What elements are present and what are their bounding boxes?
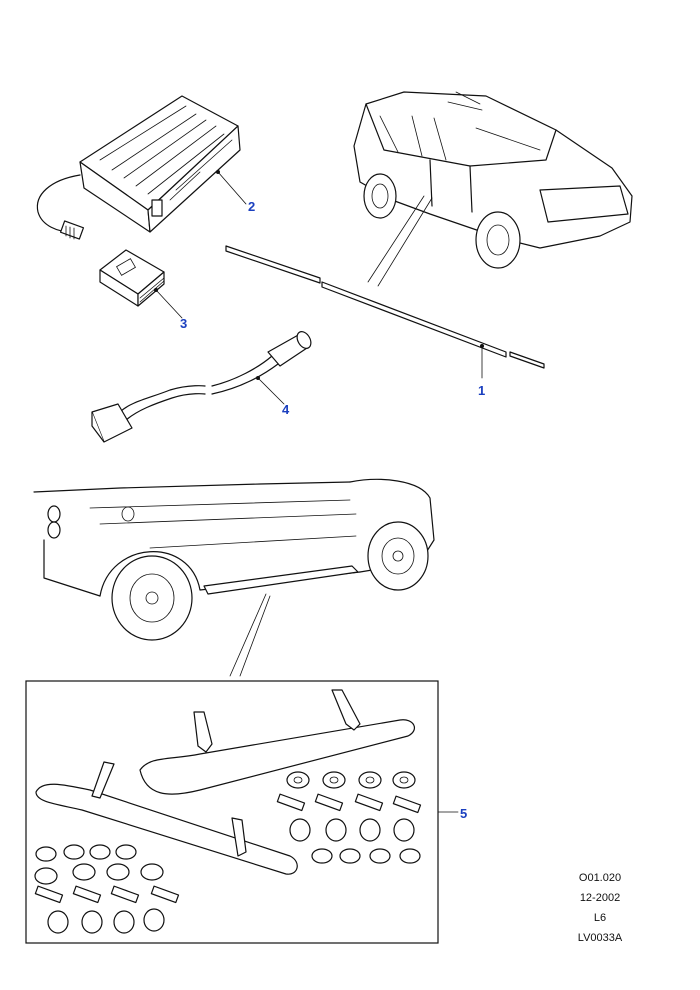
callout-5: 5 bbox=[460, 806, 468, 821]
callout-1: 1 bbox=[478, 383, 486, 398]
callout-3: 3 bbox=[180, 316, 188, 331]
leader-2 bbox=[217, 171, 247, 205]
leader-step bbox=[229, 593, 271, 677]
diagram-code: O01.020 bbox=[578, 872, 622, 884]
leader-vehicle bbox=[367, 195, 433, 287]
fixings-left bbox=[34, 844, 180, 934]
power-lead bbox=[91, 331, 312, 443]
callout-4: 4 bbox=[282, 402, 290, 417]
interface-module bbox=[99, 249, 165, 307]
cd-changer bbox=[36, 95, 241, 240]
diagram-ref: LV0033A bbox=[577, 932, 623, 944]
callout-2: 2 bbox=[248, 199, 256, 214]
vehicle-side-view bbox=[33, 478, 435, 641]
side-step-rail-front bbox=[35, 761, 298, 875]
diagram-date: 12-2002 bbox=[579, 892, 621, 904]
diagram-group: L6 bbox=[593, 912, 607, 924]
leader-4 bbox=[257, 377, 285, 405]
vehicle-front-view bbox=[353, 91, 633, 269]
pointer-4 bbox=[256, 376, 260, 380]
pointer-3 bbox=[154, 288, 158, 292]
side-mouldings bbox=[225, 245, 545, 369]
pointer-2 bbox=[216, 170, 220, 174]
leader-3 bbox=[155, 289, 183, 319]
pointer-1 bbox=[480, 344, 484, 348]
side-step-rail-rear bbox=[139, 689, 416, 795]
fixings-right bbox=[276, 771, 422, 864]
